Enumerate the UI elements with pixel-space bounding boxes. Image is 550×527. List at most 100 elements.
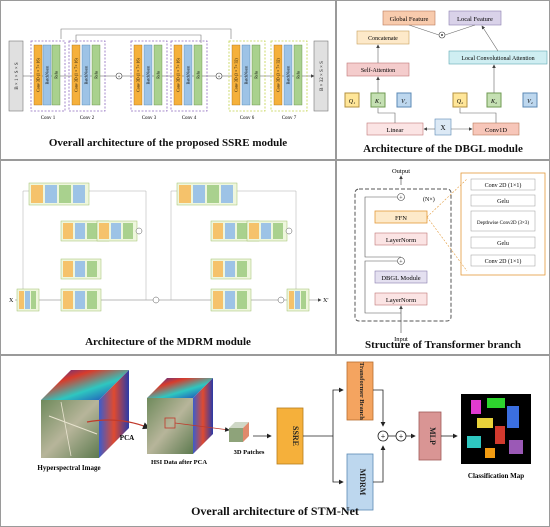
ffn-detail-dwconv [470, 210, 536, 232]
ssre-add-1-sign: + [118, 75, 121, 80]
v1-label: V₁ [401, 99, 407, 105]
reduced-cube [147, 378, 213, 454]
dbgl-conv1d-up [459, 108, 497, 123]
hyperspectral-label: Hyperspectral Image [37, 464, 100, 472]
ssre-conv-2-act: Relu [94, 71, 99, 79]
transformer-output-label: Output [392, 168, 410, 175]
dbgl-diagram: Global Feature Local Feature Concatenate… [344, 10, 548, 136]
layernorm-bottom-label: LayerNorm [386, 297, 416, 304]
transformer-add-top-sign: + [399, 196, 403, 202]
ssre-conv-4-bn: BatchNorm [186, 65, 191, 85]
k2-label: K₂ [490, 99, 497, 105]
global-feature-label: Global Feature [390, 16, 429, 23]
ssre-conv-4-conv: Conv 3D (1 × 7× 16) [176, 57, 181, 91]
stm-mdrm-label: MDRM [358, 469, 367, 496]
concatenate-box [356, 30, 410, 45]
ssre-conv-3: Conv 3D (1 × 7× 16) BatchNorm Relu Conv … [130, 40, 168, 121]
transformer-add-mid-sign: + [399, 260, 403, 266]
ssre-conv-2: Conv 3D (1 × 7× 16) BatchNorm Relu Conv … [68, 40, 106, 121]
dbgl-module-box [374, 270, 428, 284]
v2-label: V₂ [527, 99, 533, 105]
ssre-skip-outer [60, 28, 232, 39]
dbgl-caption: Architecture of the DBGL module [363, 143, 523, 155]
transformer-diagram: Output (N×) + FFN LayerNorm + DBGL Modul… [354, 168, 546, 343]
linear-label: Linear [387, 127, 405, 134]
qkv-left: Q₁ K₁ V₁ [344, 92, 412, 108]
k1-label: K₁ [374, 99, 381, 105]
ffn-detail-gelu2-label: Gelu [497, 241, 509, 247]
ffn-detail-link-top [426, 178, 468, 218]
local-conv-attention-label: Local Convolutional Attention [461, 56, 534, 62]
layernorm-top-box [374, 232, 428, 246]
transformer-caption: Structure of Transformer branch [365, 339, 521, 351]
stm-caption: Overall architecture of STM-Net [191, 504, 359, 518]
panel-dbgl: Global Feature Local Feature Concatenate… [336, 0, 550, 160]
ffn-detail-gelu2 [470, 236, 536, 249]
ssre-conv-3-bn: BatchNorm [146, 65, 151, 85]
q2-label: Q₂ [457, 99, 463, 105]
ssre-to-mdrm [332, 436, 344, 485]
concatenate-label: Concatenate [368, 36, 398, 42]
ssre-add-2-sign: + [218, 75, 221, 80]
layernorm-bottom-box [374, 292, 428, 306]
stm-transformer-label: Transformer Branch [358, 362, 365, 420]
mdrm-block-left [16, 182, 160, 312]
ffn-label: FFN [395, 215, 407, 222]
mdrm-x-out: X' [323, 298, 328, 304]
ssre-input-label: B × 1 × S × S [15, 62, 20, 90]
dbgl-mult-dot [441, 34, 443, 36]
stm-ssre-label: SSRE [291, 426, 300, 446]
ssre-conv-6-conv: Conv 3D (3 × 7× 32) [234, 57, 239, 91]
ffn-detail-gelu1 [470, 194, 536, 207]
ssre-add-2 [215, 72, 223, 80]
ssre-conv-1-conv: Conv 3D (1 × 7× 16) [36, 57, 41, 91]
hyperspectral-cube [41, 370, 129, 458]
ssre-conv-6-act: Relu [254, 71, 259, 79]
stm-diagram: Hyperspectral Image PCA HSI Data after P… [37, 361, 531, 511]
ssre-conv-3-label: Conv 3 [142, 116, 157, 121]
ssre-conv-4-act: Relu [196, 71, 201, 79]
ffn-detail-dwconv-label: Depthwise Conv2D (3×3) [477, 221, 529, 226]
ssre-conv-1-act: Relu [54, 71, 59, 79]
transformer-input-label: Input [394, 336, 408, 343]
ssre-conv-4-label: Conv 4 [182, 116, 197, 121]
self-attention-label: Self-Attention [361, 67, 395, 74]
hsi-after-pca-label: HSI Data after PCA [151, 459, 207, 466]
mdrm-x-in: X [9, 298, 14, 304]
mdrm-to-add [373, 445, 386, 483]
dbgl-line-gf [408, 24, 440, 36]
pca-arrow [86, 419, 151, 430]
ffn-detail-link-bottom [426, 216, 468, 272]
ffn-detail-gelu1-label: Gelu [497, 199, 509, 205]
ssre-conv-1: Conv 3D (1 × 7× 16) BatchNorm Relu Conv … [30, 40, 66, 121]
stm-mdrm-box[interactable] [346, 453, 374, 511]
ssre-conv-1-bn: BatchNorm [45, 65, 50, 85]
mdrm-block-right [170, 182, 310, 312]
mdrm-caption: Architecture of the MDRM module [85, 336, 251, 348]
ssre-add-1 [115, 72, 123, 80]
transformer-skip-2 [364, 196, 401, 258]
stm-transformer-box[interactable] [346, 361, 374, 421]
ssre-conv-2-label: Conv 2 [80, 116, 95, 121]
patch-arrow [174, 422, 230, 432]
ssre-conv-6-bn: BatchNorm [244, 65, 249, 85]
panel-stm: Hyperspectral Image PCA HSI Data after P… [0, 355, 550, 527]
ssre-conv-7: Conv 3D (3 × 7× 32) BatchNorm Relu Conv … [270, 40, 308, 121]
ssre-conv-2-conv: Conv 3D (1 × 7× 16) [74, 57, 79, 91]
classification-map-label: Classification Map [468, 472, 524, 480]
ffn-detail-conv1-label: Conv 2D (1×1) [485, 182, 522, 189]
pca-label: PCA [120, 434, 134, 442]
ssre-conv-2-bn: BatchNorm [84, 65, 89, 85]
ssre-conv-3-act: Relu [156, 71, 161, 79]
ssre-conv-6-label: Conv 6 [240, 116, 255, 121]
ssre-conv-7-act: Relu [296, 71, 301, 79]
ssre-output-label: B × 32 × S × S [320, 61, 325, 91]
transformer-to-add [373, 389, 386, 427]
local-feature-label: Local Feature [457, 16, 493, 23]
ssre-conv-7-label: Conv 7 [282, 116, 297, 121]
x-cube [434, 118, 452, 136]
ssre-skip-inner [75, 34, 202, 43]
ssre-conv-4: Conv 3D (1 × 7× 16) BatchNorm Relu Conv … [170, 40, 208, 121]
x-label: X [440, 124, 445, 132]
dbgl-linear-up [377, 108, 396, 123]
